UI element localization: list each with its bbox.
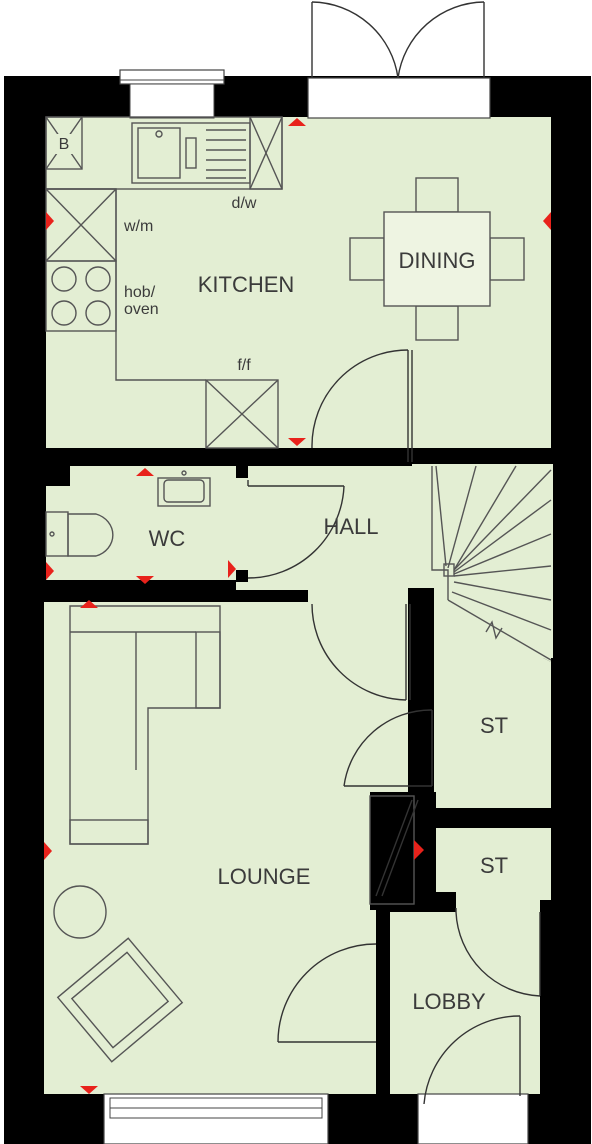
- wc-basin: [157, 470, 211, 507]
- window-kitchen-top: [119, 69, 225, 119]
- store2-door: [455, 908, 541, 997]
- room-label-dining: DINING: [399, 248, 476, 273]
- window-lounge-bottom: [103, 1093, 329, 1144]
- lounge-sofa: [69, 605, 221, 845]
- room-label-lounge: LOUNGE: [218, 864, 311, 889]
- boiler-label: B: [59, 136, 70, 153]
- fridge-freezer-label: f/f: [237, 357, 251, 374]
- dining-table: [349, 177, 525, 341]
- wc-floor: [46, 466, 236, 580]
- room-label-store1: ST: [480, 713, 508, 738]
- dishwasher-label: d/w: [232, 195, 257, 212]
- hob-oven: [45, 260, 117, 332]
- store1-floor: [434, 600, 551, 808]
- store2-floor: [436, 828, 551, 900]
- dishwasher: [249, 116, 283, 190]
- room-label-kitchen: KITCHEN: [198, 272, 295, 297]
- hall-lounge-door: [311, 603, 411, 701]
- french-doors-top: [307, 1, 491, 119]
- room-label-lobby: LOBBY: [412, 989, 486, 1014]
- direction-markers: [44, 118, 551, 1094]
- wc-door: [247, 480, 345, 579]
- room-label-wc: WC: [149, 526, 186, 551]
- lobby-lounge-door: [277, 943, 377, 1043]
- kitchen-hall-door: [311, 349, 413, 462]
- hob-label-line1: hob/: [124, 284, 156, 301]
- room-label-store2: ST: [480, 853, 508, 878]
- lobby-floor: [388, 900, 540, 1094]
- internal-walls: [44, 448, 554, 1144]
- hob-label-line2: oven: [124, 301, 159, 318]
- lounge-floor: [44, 602, 408, 1094]
- front-door-bottom: [417, 1015, 529, 1144]
- room-label-hall: HALL: [323, 514, 378, 539]
- washing-machine-label: w/m: [123, 218, 153, 235]
- staircase: [431, 465, 552, 661]
- drainer-ribs: [206, 129, 246, 179]
- lounge-armchair: [56, 937, 184, 1063]
- store1-door: [343, 709, 433, 787]
- wc-toilet: [45, 511, 114, 557]
- boiler-box: [45, 116, 83, 170]
- lounge-side-table: [53, 885, 107, 939]
